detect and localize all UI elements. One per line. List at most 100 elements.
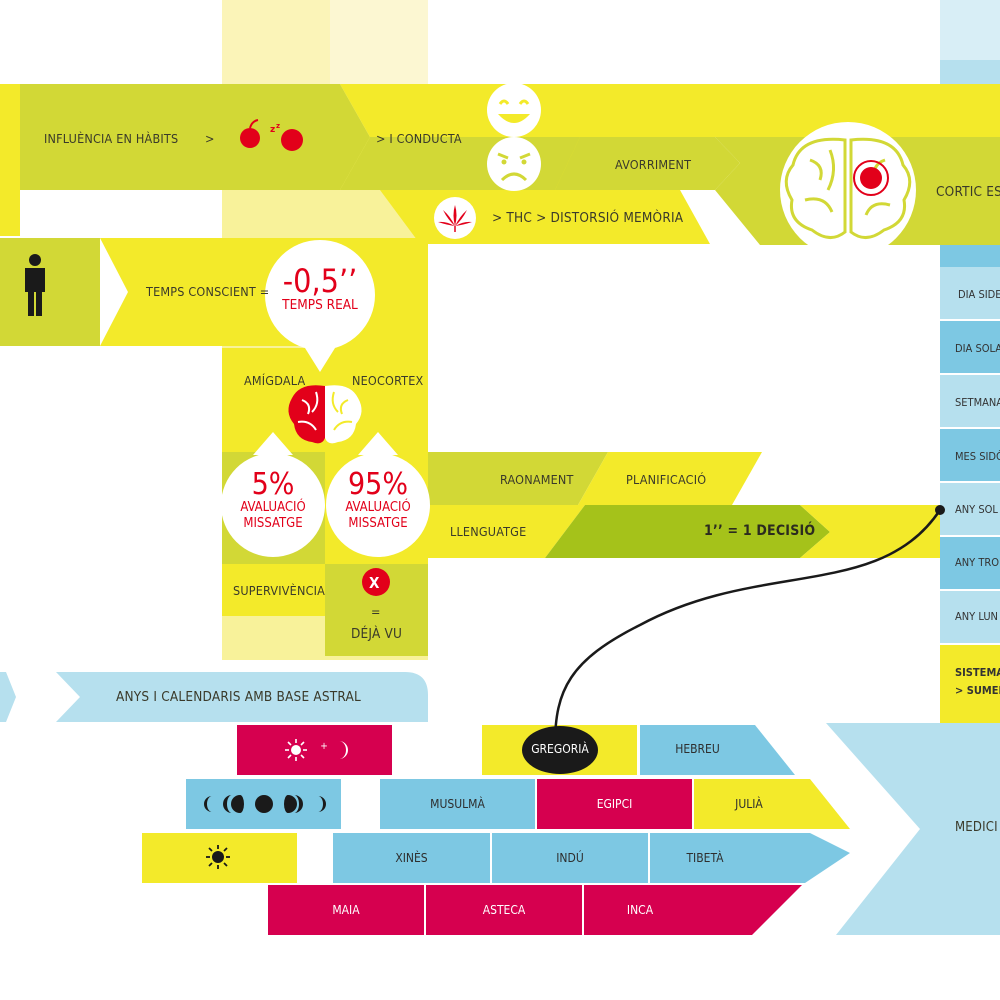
sun-moon-box xyxy=(237,725,392,775)
egipci-label: EGIPCI xyxy=(596,797,633,811)
side-item-bg-6 xyxy=(940,537,1000,589)
xines-box xyxy=(333,833,490,883)
left-edge-strip-mid xyxy=(0,238,100,346)
avorriment-band xyxy=(555,137,740,190)
side-item-5: ANY SOL xyxy=(955,503,998,516)
side-sistema-2: > SUMER xyxy=(955,684,1000,697)
side-item-bg-2 xyxy=(940,321,1000,373)
side-sistema-bg xyxy=(940,645,1000,723)
side-item-4: MES SIDÒ xyxy=(955,450,1000,463)
llenguatge-label: LLENGUATGE xyxy=(450,524,527,539)
habits-label: INFLUÈNCIA EN HÀBITS xyxy=(44,131,179,146)
llenguatge-band xyxy=(428,505,585,558)
hebreu-label: HEBREU xyxy=(675,742,720,756)
moon-phases-icon xyxy=(204,795,326,813)
time-bubble xyxy=(265,240,375,372)
side-item-bg-1 xyxy=(940,267,1000,319)
asteca-label: ASTECA xyxy=(482,903,526,917)
supervivencia-box xyxy=(222,564,325,616)
julia-label: JULIÀ xyxy=(735,797,763,811)
egipci-box xyxy=(537,779,692,829)
svg-text:z: z xyxy=(270,125,275,135)
moon-icon xyxy=(339,741,348,759)
indu-label: INDÚ xyxy=(556,851,584,865)
cannabis-leaf-icon xyxy=(434,197,476,239)
sleep-zz-icon: z z xyxy=(270,122,303,151)
time-value: -0,5’’ TEMPS REAL xyxy=(268,265,372,314)
connector-dot xyxy=(935,505,945,515)
calendars-title-band xyxy=(56,672,428,722)
brain-target-icon xyxy=(780,122,916,258)
thc-label: > THC > DISTORSIÓ MEMÒRIA xyxy=(492,210,684,226)
side-item-1: DIA SIDE xyxy=(958,288,1000,301)
equals-label: = xyxy=(371,604,381,619)
dejavu-label: DÉJÀ VU xyxy=(351,626,403,642)
avorriment-label: AVORRIMENT xyxy=(615,157,692,172)
hebreu-box xyxy=(640,725,795,775)
raonament-band xyxy=(428,452,608,505)
left-arrow-stub xyxy=(0,672,16,722)
plus-label: + xyxy=(320,741,328,752)
maia-label: MAIA xyxy=(332,903,360,917)
medici-arrow xyxy=(826,723,1000,935)
inca-label: INCA xyxy=(626,903,654,917)
time-value-label: TEMPS REAL xyxy=(282,297,358,313)
pct-bubble-left xyxy=(221,432,325,557)
medici-label: MEDICI xyxy=(955,820,998,835)
pct-right-label1: AVALUACIÓ xyxy=(345,500,411,515)
pct-bubble-right xyxy=(326,432,430,557)
sad-face-icon xyxy=(487,137,541,191)
svg-text:z: z xyxy=(276,122,280,130)
habits-band xyxy=(20,84,370,190)
side-sistema-1: SISTEMA xyxy=(955,666,1000,679)
side-item-2: DIA SOLA xyxy=(955,342,1000,355)
planificacio-band xyxy=(578,452,762,505)
side-item-6: ANY TRO xyxy=(955,556,1000,569)
planificacio-label: PLANIFICACIÓ xyxy=(626,472,707,487)
musulma-box xyxy=(380,779,535,829)
side-item-bg-5 xyxy=(940,483,1000,535)
pct-right-label2: MISSATGE xyxy=(348,516,408,532)
time-value-number: -0,5’’ xyxy=(282,262,358,300)
side-item-3: SETMANA xyxy=(955,396,1000,409)
side-list-cap xyxy=(940,245,1000,267)
maia-box xyxy=(268,885,424,935)
side-item-bg-4 xyxy=(940,429,1000,481)
asteca-box xyxy=(426,885,582,935)
gregoria-badge xyxy=(522,726,598,774)
xines-label: XINÈS xyxy=(395,851,428,865)
tibeta-label: TIBETÀ xyxy=(686,851,724,865)
apple-icon xyxy=(240,119,260,148)
inca-box xyxy=(584,885,802,935)
musulma-label: MUSULMÀ xyxy=(430,797,485,811)
pct-right-value: 95% xyxy=(348,467,408,502)
person-icon xyxy=(25,254,45,316)
calendars-title: ANYS I CALENDARIS AMB BASE ASTRAL xyxy=(116,689,361,705)
habits-arrow-label: > xyxy=(205,131,215,146)
amigdala-label: AMÍGDALA xyxy=(244,373,306,388)
brain-two-halves-icon xyxy=(288,385,362,444)
connector-line xyxy=(553,509,942,746)
pct-right: 95% AVALUACIÓ MISSATGE xyxy=(326,470,430,533)
happy-face-icon xyxy=(487,83,541,137)
left-edge-strip-top xyxy=(0,84,20,236)
time-label: TEMPS CONSCIENT = xyxy=(146,284,270,299)
cortic-label: CORTIC ES xyxy=(936,184,1000,200)
pct-left-value: 5% xyxy=(251,467,295,502)
indu-box xyxy=(492,833,648,883)
pct-left-label1: AVALUACIÓ xyxy=(240,500,306,515)
tibeta-box xyxy=(650,833,850,883)
decisio-label: 1’’ = 1 DECISIÓ xyxy=(704,523,816,539)
conducta-label: > I CONDUCTA xyxy=(376,131,462,146)
supervivencia-label: SUPERVIVÈNCIA xyxy=(233,583,326,598)
decisio-band xyxy=(545,505,830,558)
gregoria-label: GREGORIÀ xyxy=(531,742,589,756)
side-item-bg-3 xyxy=(940,375,1000,427)
side-item-bg-7 xyxy=(940,591,1000,643)
x-circle-icon xyxy=(362,568,390,596)
julia-box xyxy=(694,779,850,829)
x-mark-label: X xyxy=(369,574,380,592)
pct-left-label2: MISSATGE xyxy=(243,516,303,532)
sun-black-icon xyxy=(206,845,230,869)
